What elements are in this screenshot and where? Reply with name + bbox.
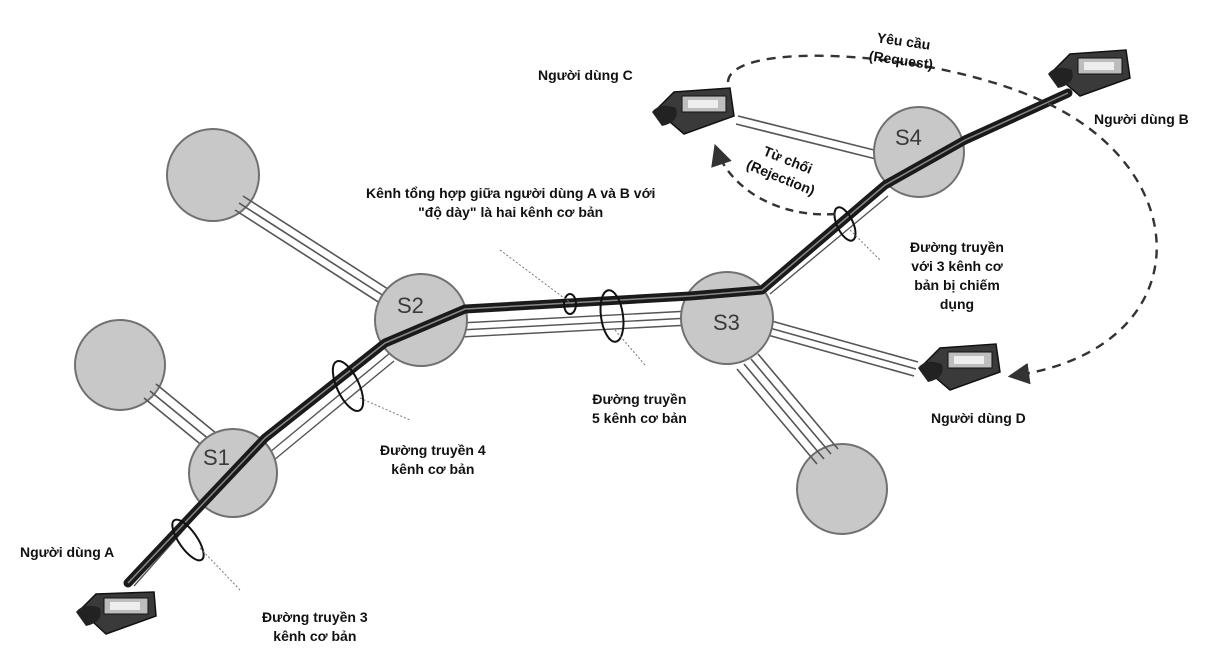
aggregate-channel-inner <box>127 92 1069 584</box>
link-s4-user-c <box>735 115 879 160</box>
busy-link-note: Đường truyền với 3 kênh cơ bản bị chiếm … <box>910 238 1004 314</box>
bundle-ring-s2-s3-a <box>563 293 577 315</box>
busy-note-line4: dụng <box>939 296 975 312</box>
rejection-arrow <box>711 143 836 216</box>
telephone-icon-user-d <box>918 343 1001 391</box>
node-s2-label: S2 <box>397 293 424 318</box>
busy-note-line3: bản bị chiếm <box>914 277 1000 293</box>
node-s2 <box>374 273 468 367</box>
link5-note: Đường truyền 5 kênh cơ bản <box>592 390 687 428</box>
link4-note: Đường truyền 4 kênh cơ bản <box>380 441 486 479</box>
link4-note-line2: kênh cơ bản <box>391 461 475 477</box>
bundle-ring-s2-s3-b <box>599 289 625 343</box>
leader-lines <box>199 229 881 591</box>
node-s1-label: S1 <box>203 445 230 470</box>
bundle-ring-a-s1 <box>171 518 205 562</box>
link3-note: Đường truyền 3 kênh cơ bản <box>262 608 368 646</box>
user-c-label: Người dùng C <box>538 67 633 83</box>
bundle-ring-s3-s4 <box>833 206 857 242</box>
telephone-icon-user-c <box>652 87 735 135</box>
user-a-label: Người dùng A <box>20 544 115 560</box>
node-s3-label: S3 <box>713 310 740 335</box>
request-arrow <box>726 54 1158 385</box>
node-unlabeled-left <box>74 319 166 411</box>
link5-note-line1: Đường truyền <box>592 391 687 407</box>
busy-note-line2: với 3 kênh cơ <box>911 258 1003 274</box>
link-s3-bottom <box>736 353 839 465</box>
node-s4-label: S4 <box>895 125 922 150</box>
link4-note-line1: Đường truyền 4 <box>380 442 486 458</box>
telephone-icon-user-b <box>1048 49 1131 97</box>
user-d-label: Người dùng D <box>931 410 1026 426</box>
bundle-ring-s1-s2 <box>331 360 365 412</box>
link-s2-s3-extra <box>459 310 691 338</box>
telephone-icon-user-a <box>76 591 157 635</box>
busy-note-line1: Đường truyền <box>910 239 1004 255</box>
link3-note-line1: Đường truyền 3 <box>262 609 368 625</box>
link-s1-s2-extra <box>269 352 395 461</box>
node-unlabeled-bottom <box>796 443 888 535</box>
link-s1-left <box>143 383 223 453</box>
link3-note-line2: kênh cơ bản <box>273 628 357 644</box>
link-s2-top <box>234 195 406 315</box>
link-s3-s4-extra <box>769 195 889 295</box>
aggregate-note-line1: Kênh tổng hợp giữa người dùng A và B với <box>366 185 656 201</box>
link5-note-line2: 5 kênh cơ bản <box>592 410 687 426</box>
aggregate-channel-note: Kênh tổng hợp giữa người dùng A và B với… <box>366 184 655 222</box>
aggregate-note-line2: "độ dày" là hai kênh cơ bản <box>418 204 604 220</box>
node-unlabeled-top <box>166 128 260 222</box>
link-s3-user-d <box>763 319 919 377</box>
aggregate-channel-path <box>123 88 1073 588</box>
user-b-label: Người dùng B <box>1094 111 1189 127</box>
